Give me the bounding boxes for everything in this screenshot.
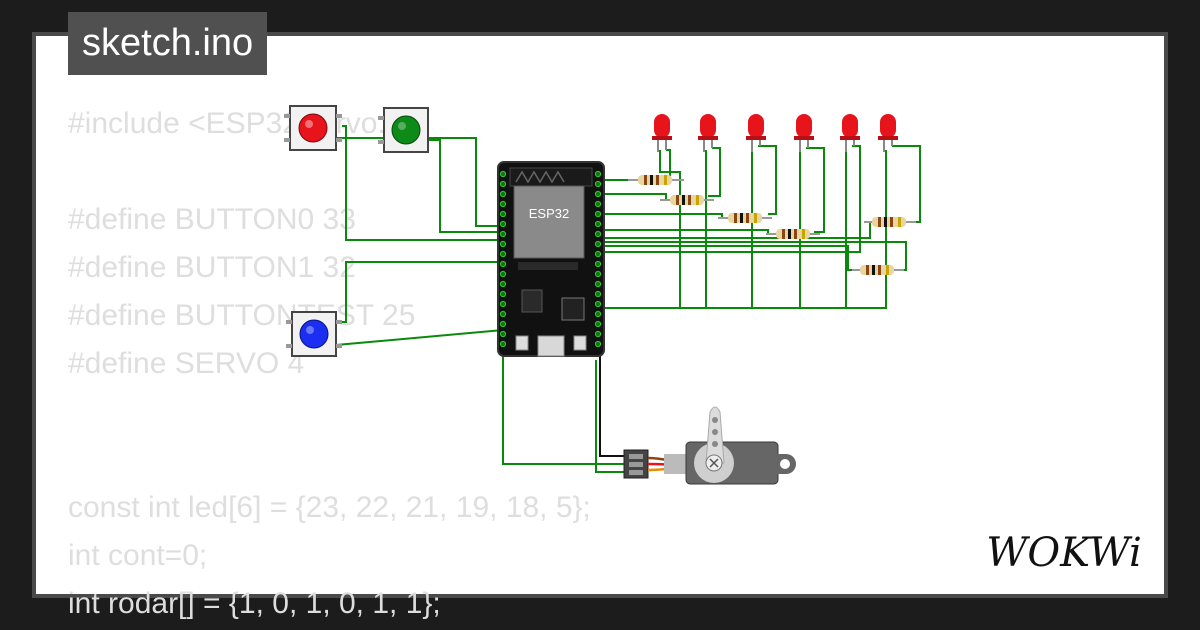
code-line-5: #define BUTTONTEST 25 bbox=[68, 299, 416, 332]
wire-led-return-4 bbox=[806, 147, 825, 233]
resistor-6[interactable] bbox=[852, 265, 904, 275]
pin-header-left[interactable] bbox=[499, 170, 507, 348]
resistor-3[interactable] bbox=[718, 213, 772, 223]
resistor-4[interactable] bbox=[766, 229, 820, 239]
code-line-6: #define SERVO 4 bbox=[68, 347, 305, 380]
led-4[interactable] bbox=[794, 114, 814, 152]
wire-green-button bbox=[428, 139, 503, 233]
push-button-red[interactable] bbox=[284, 105, 342, 151]
wokwi-logo-text: WOKWi bbox=[986, 530, 1142, 576]
wire-led-return-2 bbox=[708, 147, 721, 197]
code-line-4: #define BUTTON1 32 bbox=[68, 251, 356, 284]
wire-blue-button-top bbox=[336, 261, 503, 323]
wire-red-button-return bbox=[342, 125, 503, 241]
wire-led-return-5 bbox=[600, 145, 861, 253]
wire-blue-button bbox=[335, 329, 504, 346]
wire-led-return-1 bbox=[666, 149, 671, 180]
led-2[interactable] bbox=[698, 114, 718, 152]
wire-led-return-6 bbox=[892, 145, 921, 223]
file-tab[interactable]: sketch.ino bbox=[68, 12, 268, 75]
wokwi-logo: WOKWi bbox=[986, 530, 1142, 576]
push-button-green[interactable] bbox=[378, 107, 429, 153]
wire-servo-vcc bbox=[595, 360, 626, 473]
wire-led-5 bbox=[600, 222, 871, 239]
esp32-board[interactable]: ESP32 bbox=[497, 161, 605, 357]
code-line-10: int cont=0; bbox=[68, 539, 208, 572]
code-line-11: int rodar[] = {1, 0, 1, 0, 1, 1}; bbox=[68, 587, 441, 620]
wire-led-common-6 bbox=[600, 150, 887, 309]
wires bbox=[335, 125, 921, 473]
resistor-5[interactable] bbox=[864, 217, 916, 227]
wire-servo-signal bbox=[599, 348, 626, 457]
wire-led-2 bbox=[600, 193, 667, 200]
led-6[interactable] bbox=[878, 114, 898, 152]
led-3[interactable] bbox=[746, 114, 766, 152]
led-5[interactable] bbox=[840, 114, 860, 152]
servo-motor[interactable] bbox=[623, 406, 796, 485]
code-editor[interactable]: #include <ESP32Servo.h> #define BUTTON0 … bbox=[68, 100, 968, 620]
led-1[interactable] bbox=[652, 114, 672, 152]
wire-led-return-3 bbox=[758, 145, 777, 215]
wire-led-6 bbox=[600, 245, 858, 271]
wire-led-4 bbox=[600, 229, 769, 234]
pin-header-right[interactable] bbox=[594, 170, 602, 348]
resistor-1[interactable] bbox=[628, 175, 684, 185]
esp32-chip-label: ESP32 bbox=[529, 206, 569, 221]
wire-led-3 bbox=[600, 213, 723, 218]
code-line-9: const int led[6] = {23, 22, 21, 19, 18, … bbox=[68, 491, 591, 524]
push-button-blue[interactable] bbox=[286, 311, 342, 357]
code-line-3: #define BUTTON0 33 bbox=[68, 203, 356, 236]
wire-servo-gnd bbox=[502, 350, 626, 465]
resistor-2[interactable] bbox=[660, 195, 714, 205]
